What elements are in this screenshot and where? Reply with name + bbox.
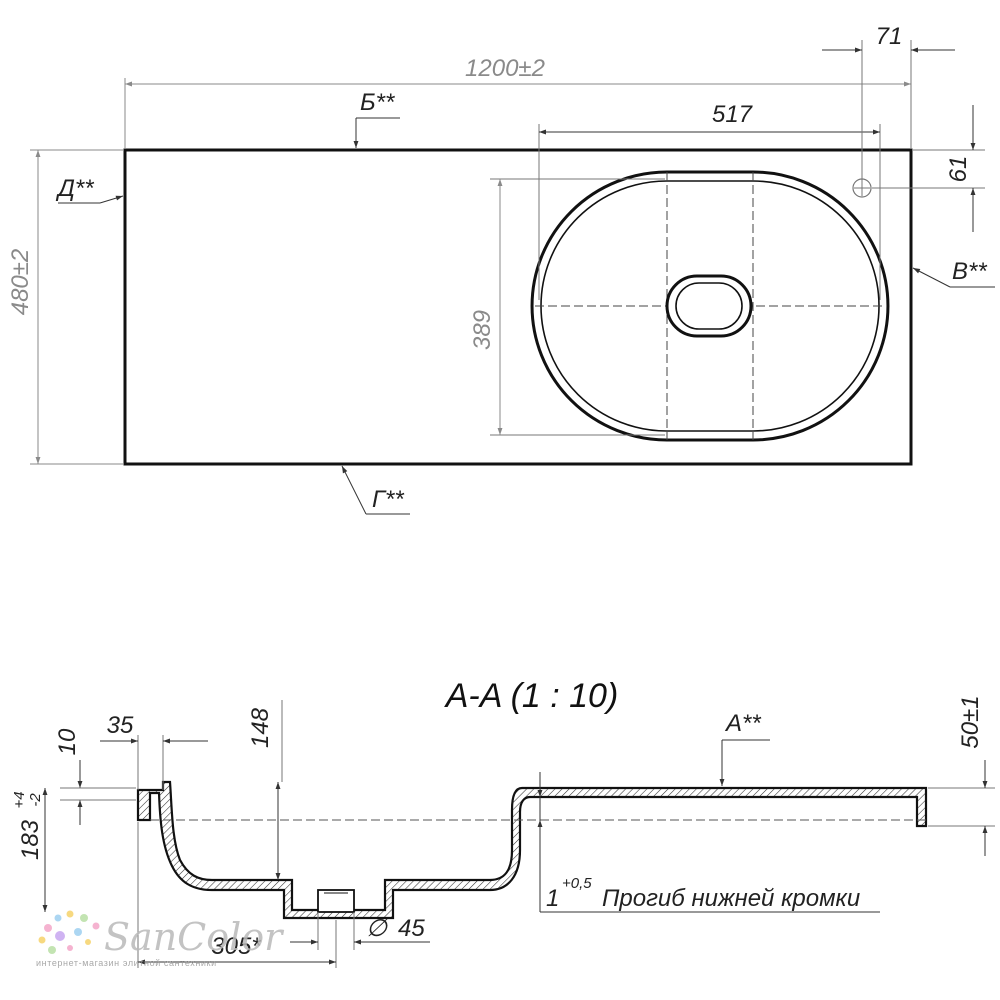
countertop-outline: [123, 148, 913, 466]
dim-148: 148: [247, 707, 274, 748]
brand-logo: SanColor: [104, 915, 285, 959]
section-body: [136, 780, 928, 920]
dim-183-tol-lower: -2: [27, 793, 44, 807]
dim-35: 35: [107, 712, 134, 739]
dim-depth: 480±2: [7, 249, 34, 316]
dim-offset-right: 71: [876, 23, 903, 50]
note-value: 1: [546, 885, 559, 912]
dim-basin-depth: 389: [469, 310, 496, 350]
drain-inner: [675, 282, 743, 330]
top-view: 1200±2 480±2 517 389 71 61 Б**: [7, 23, 995, 515]
note-text: Прогиб нижней кромки: [602, 885, 860, 912]
edge-label-g: Г**: [372, 486, 404, 513]
drain-pipe: [317, 889, 355, 913]
edge-label-b: Б**: [360, 89, 395, 116]
edge-label-a: A**: [724, 710, 761, 737]
edge-label-d: Д**: [55, 175, 94, 202]
dim-drain-symbol: ∅: [366, 915, 388, 942]
section-view: A-A (1 : 10) 10 35 148 50±1 18: [11, 677, 995, 968]
dim-183: 183: [17, 819, 44, 860]
dim-basin-width: 517: [712, 101, 754, 128]
dim-10: 10: [54, 728, 81, 755]
dim-drain: 45: [398, 915, 425, 942]
dim-width: 1200±2: [465, 55, 545, 82]
edge-label-v: В**: [952, 258, 987, 285]
dim-183-tol-upper: +4: [11, 791, 28, 808]
dim-305: 305*: [211, 933, 261, 960]
watermark: SanColor интернет-магазин элитной сантех…: [36, 910, 285, 968]
note-tolerance: +0,5: [562, 875, 592, 892]
section-title: A-A (1 : 10): [444, 677, 619, 715]
dim-offset-top: 61: [945, 156, 972, 183]
dim-50: 50±1: [957, 695, 984, 748]
brand-dots-icon: [38, 910, 100, 954]
drain-outer: [665, 274, 753, 338]
basin-inner-rim: [540, 180, 880, 432]
dim-183-value: 183: [17, 819, 44, 860]
brand-tagline: интернет-магазин элитной сантехники: [36, 958, 217, 968]
